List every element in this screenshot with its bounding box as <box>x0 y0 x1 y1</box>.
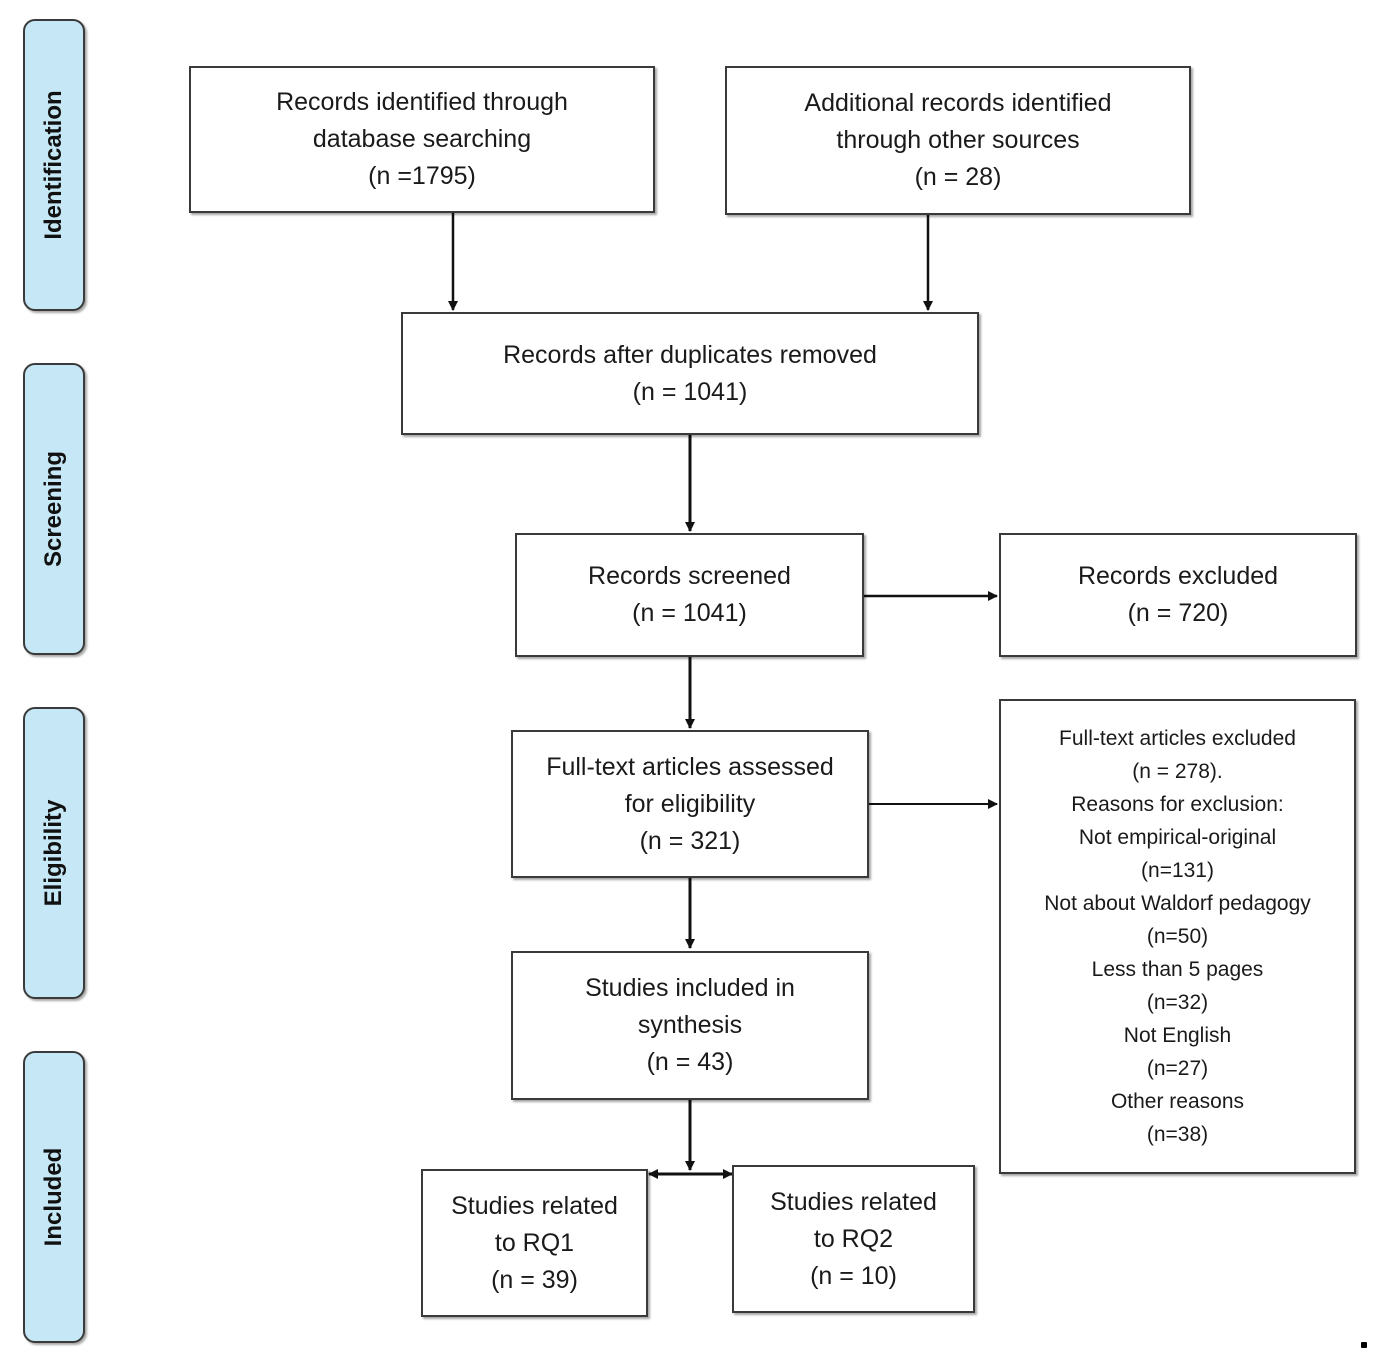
box-records-excluded-line: Records excluded <box>1077 562 1279 590</box>
phase-included-label: Included <box>40 1147 67 1247</box>
phase-eligibility-label: Eligibility <box>40 799 67 907</box>
exclusion-line: Not English <box>1123 1024 1232 1047</box>
phase-identification-label: Identification <box>40 90 67 240</box>
box-full-text-excluded: Full-text articles excluded (n = 278). R… <box>999 699 1356 1174</box>
exclusion-line: (n = 278). <box>1132 760 1223 783</box>
phase-included: Included <box>23 1051 85 1343</box>
box-after-duplicates-line: Records after duplicates removed <box>503 340 877 369</box>
box-records-screened-line: Records screened <box>588 562 791 590</box>
exclusion-line: Not about Waldorf pedagogy <box>1044 892 1311 915</box>
box-studies-rq2-line: to RQ2 <box>813 1224 894 1253</box>
box-studies-rq1: Studies related to RQ1 (n = 39) <box>421 1169 648 1317</box>
box-other-sources-line: Additional records identified <box>804 89 1112 117</box>
exclusion-line: Full-text articles excluded <box>1059 727 1296 750</box>
box-after-duplicates: Records after duplicates removed (n = 10… <box>401 312 979 435</box>
box-other-sources-line: through other sources <box>836 126 1080 154</box>
exclusion-line: Reasons for exclusion: <box>1071 793 1284 816</box>
exclusion-line: (n=27) <box>1146 1057 1209 1080</box>
box-database-records-line: Records identified through <box>276 88 568 116</box>
phase-screening-label: Screening <box>40 450 67 568</box>
exclusion-line: (n=38) <box>1146 1123 1209 1146</box>
box-studies-rq2-line: Studies related <box>770 1187 937 1216</box>
box-records-screened: Records screened (n = 1041) <box>515 533 864 657</box>
box-studies-synthesis-line: synthesis <box>637 1011 743 1039</box>
box-records-screened-count: (n = 1041) <box>632 599 747 627</box>
box-records-excluded-count: (n = 720) <box>1127 599 1229 627</box>
box-studies-synthesis: Studies included in synthesis (n = 43) <box>511 951 869 1100</box>
box-after-duplicates-count: (n = 1041) <box>632 377 748 406</box>
box-other-sources-count: (n = 28) <box>914 163 1002 191</box>
phase-screening: Screening <box>23 363 85 655</box>
box-database-records: Records identified through database sear… <box>189 66 655 213</box>
box-full-text-assessed-line: for eligibility <box>624 789 756 818</box>
exclusion-line: Less than 5 pages <box>1091 958 1264 981</box>
phase-identification: Identification <box>23 19 85 311</box>
exclusion-line: Not empirical-original <box>1078 826 1277 849</box>
exclusion-line: (n=131) <box>1141 859 1214 882</box>
box-full-text-assessed-count: (n = 321) <box>639 826 741 855</box>
box-studies-synthesis-line: Studies included in <box>585 974 795 1002</box>
exclusion-line: (n=32) <box>1146 991 1209 1014</box>
exclusion-line: (n=50) <box>1146 925 1209 948</box>
box-full-text-assessed-line: Full-text articles assessed <box>546 752 834 781</box>
box-studies-rq1-count: (n = 39) <box>491 1265 578 1294</box>
box-database-records-line: database searching <box>312 125 532 153</box>
box-other-sources: Additional records identified through ot… <box>725 66 1191 215</box>
box-studies-rq1-line: Studies related <box>451 1191 618 1220</box>
box-studies-synthesis-count: (n = 43) <box>646 1048 734 1076</box>
box-records-excluded: Records excluded (n = 720) <box>999 533 1357 657</box>
box-studies-rq1-line: to RQ1 <box>494 1228 575 1257</box>
box-full-text-assessed: Full-text articles assessed for eligibil… <box>511 730 869 878</box>
box-database-records-count: (n =1795) <box>368 162 476 190</box>
exclusion-line: Other reasons <box>1110 1090 1245 1113</box>
box-studies-rq2-count: (n = 10) <box>810 1261 897 1290</box>
trailing-period-mark <box>1361 1342 1367 1348</box>
box-studies-rq2: Studies related to RQ2 (n = 10) <box>732 1165 975 1313</box>
phase-eligibility: Eligibility <box>23 707 85 999</box>
